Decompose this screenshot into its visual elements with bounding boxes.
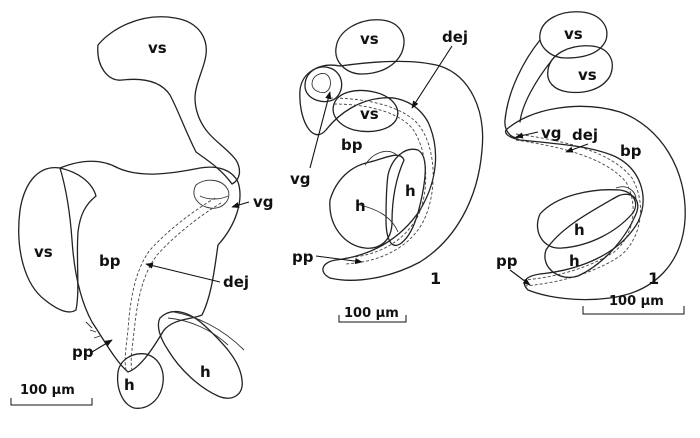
- middle-bursa-body: [299, 60, 484, 281]
- scale-bar-right-label: 100 μm: [609, 294, 664, 309]
- scale-bar-right: 100 μm: [582, 294, 685, 315]
- right-hook-1: [536, 189, 637, 249]
- figure-number-middle: 1: [430, 269, 441, 288]
- label-bp-middle: bp: [341, 136, 363, 154]
- label-vs-middle-top: vs: [360, 30, 379, 48]
- label-vg-left: vg: [253, 193, 274, 211]
- figure-number-right: 1: [648, 269, 659, 288]
- label-vs-middle-inner: vs: [360, 105, 379, 123]
- middle-ejaculatory-duct: [329, 97, 434, 265]
- label-dej-middle: dej: [442, 28, 468, 46]
- label-vg-right: vg: [541, 124, 562, 142]
- left-hook-1: [116, 353, 164, 409]
- left-ejaculatory-duct: [124, 197, 216, 371]
- label-h-middle-2: h: [405, 182, 416, 200]
- left-lateral-seminal-vesicle: [18, 167, 97, 313]
- label-bp-left: bp: [99, 252, 121, 270]
- label-bp-right: bp: [620, 142, 642, 160]
- right-top-seminal-vesicle: [539, 11, 608, 59]
- label-pp-right: pp: [496, 252, 518, 270]
- right-second-seminal-vesicle: [547, 45, 613, 94]
- specimen-right: [504, 11, 686, 301]
- label-h-left-2: h: [200, 363, 211, 381]
- left-hook-2: [157, 310, 243, 399]
- middle-top-seminal-vesicle: [335, 19, 405, 75]
- label-vs-left-lateral: vs: [34, 243, 53, 261]
- scale-bar-left-label: 100 μm: [20, 383, 75, 398]
- label-dej-right: dej: [572, 126, 598, 144]
- label-vg-middle: vg: [290, 170, 311, 188]
- label-pp-left: pp: [72, 343, 94, 361]
- left-upper-seminal-vesicle: [97, 16, 241, 185]
- label-vs-left-top: vs: [148, 39, 167, 57]
- right-hook-2: [544, 193, 639, 278]
- label-pp-middle: pp: [292, 248, 314, 266]
- leader-arrows: [91, 45, 589, 353]
- label-h-right-2: h: [569, 252, 580, 270]
- right-bursa-body: [504, 105, 686, 301]
- label-h-right-1: h: [574, 221, 585, 239]
- scale-bar-middle-label: 100 μm: [344, 306, 399, 321]
- specimen-left: [18, 16, 245, 409]
- label-dej-left: dej: [223, 273, 249, 291]
- middle-vesicle-loop: [304, 66, 343, 103]
- specimen-middle: [299, 19, 484, 281]
- label-h-left-1: h: [124, 376, 135, 394]
- label-vs-right-top: vs: [564, 25, 583, 43]
- scale-bar-middle: 100 μm: [338, 306, 407, 323]
- label-vs-right-second: vs: [578, 66, 597, 84]
- left-bursa-body: [59, 160, 241, 373]
- middle-inner-seminal-vesicle: [332, 89, 399, 133]
- label-h-middle-1: h: [355, 197, 366, 215]
- middle-hook-1: [329, 154, 405, 249]
- scale-bar-left: 100 μm: [10, 383, 93, 406]
